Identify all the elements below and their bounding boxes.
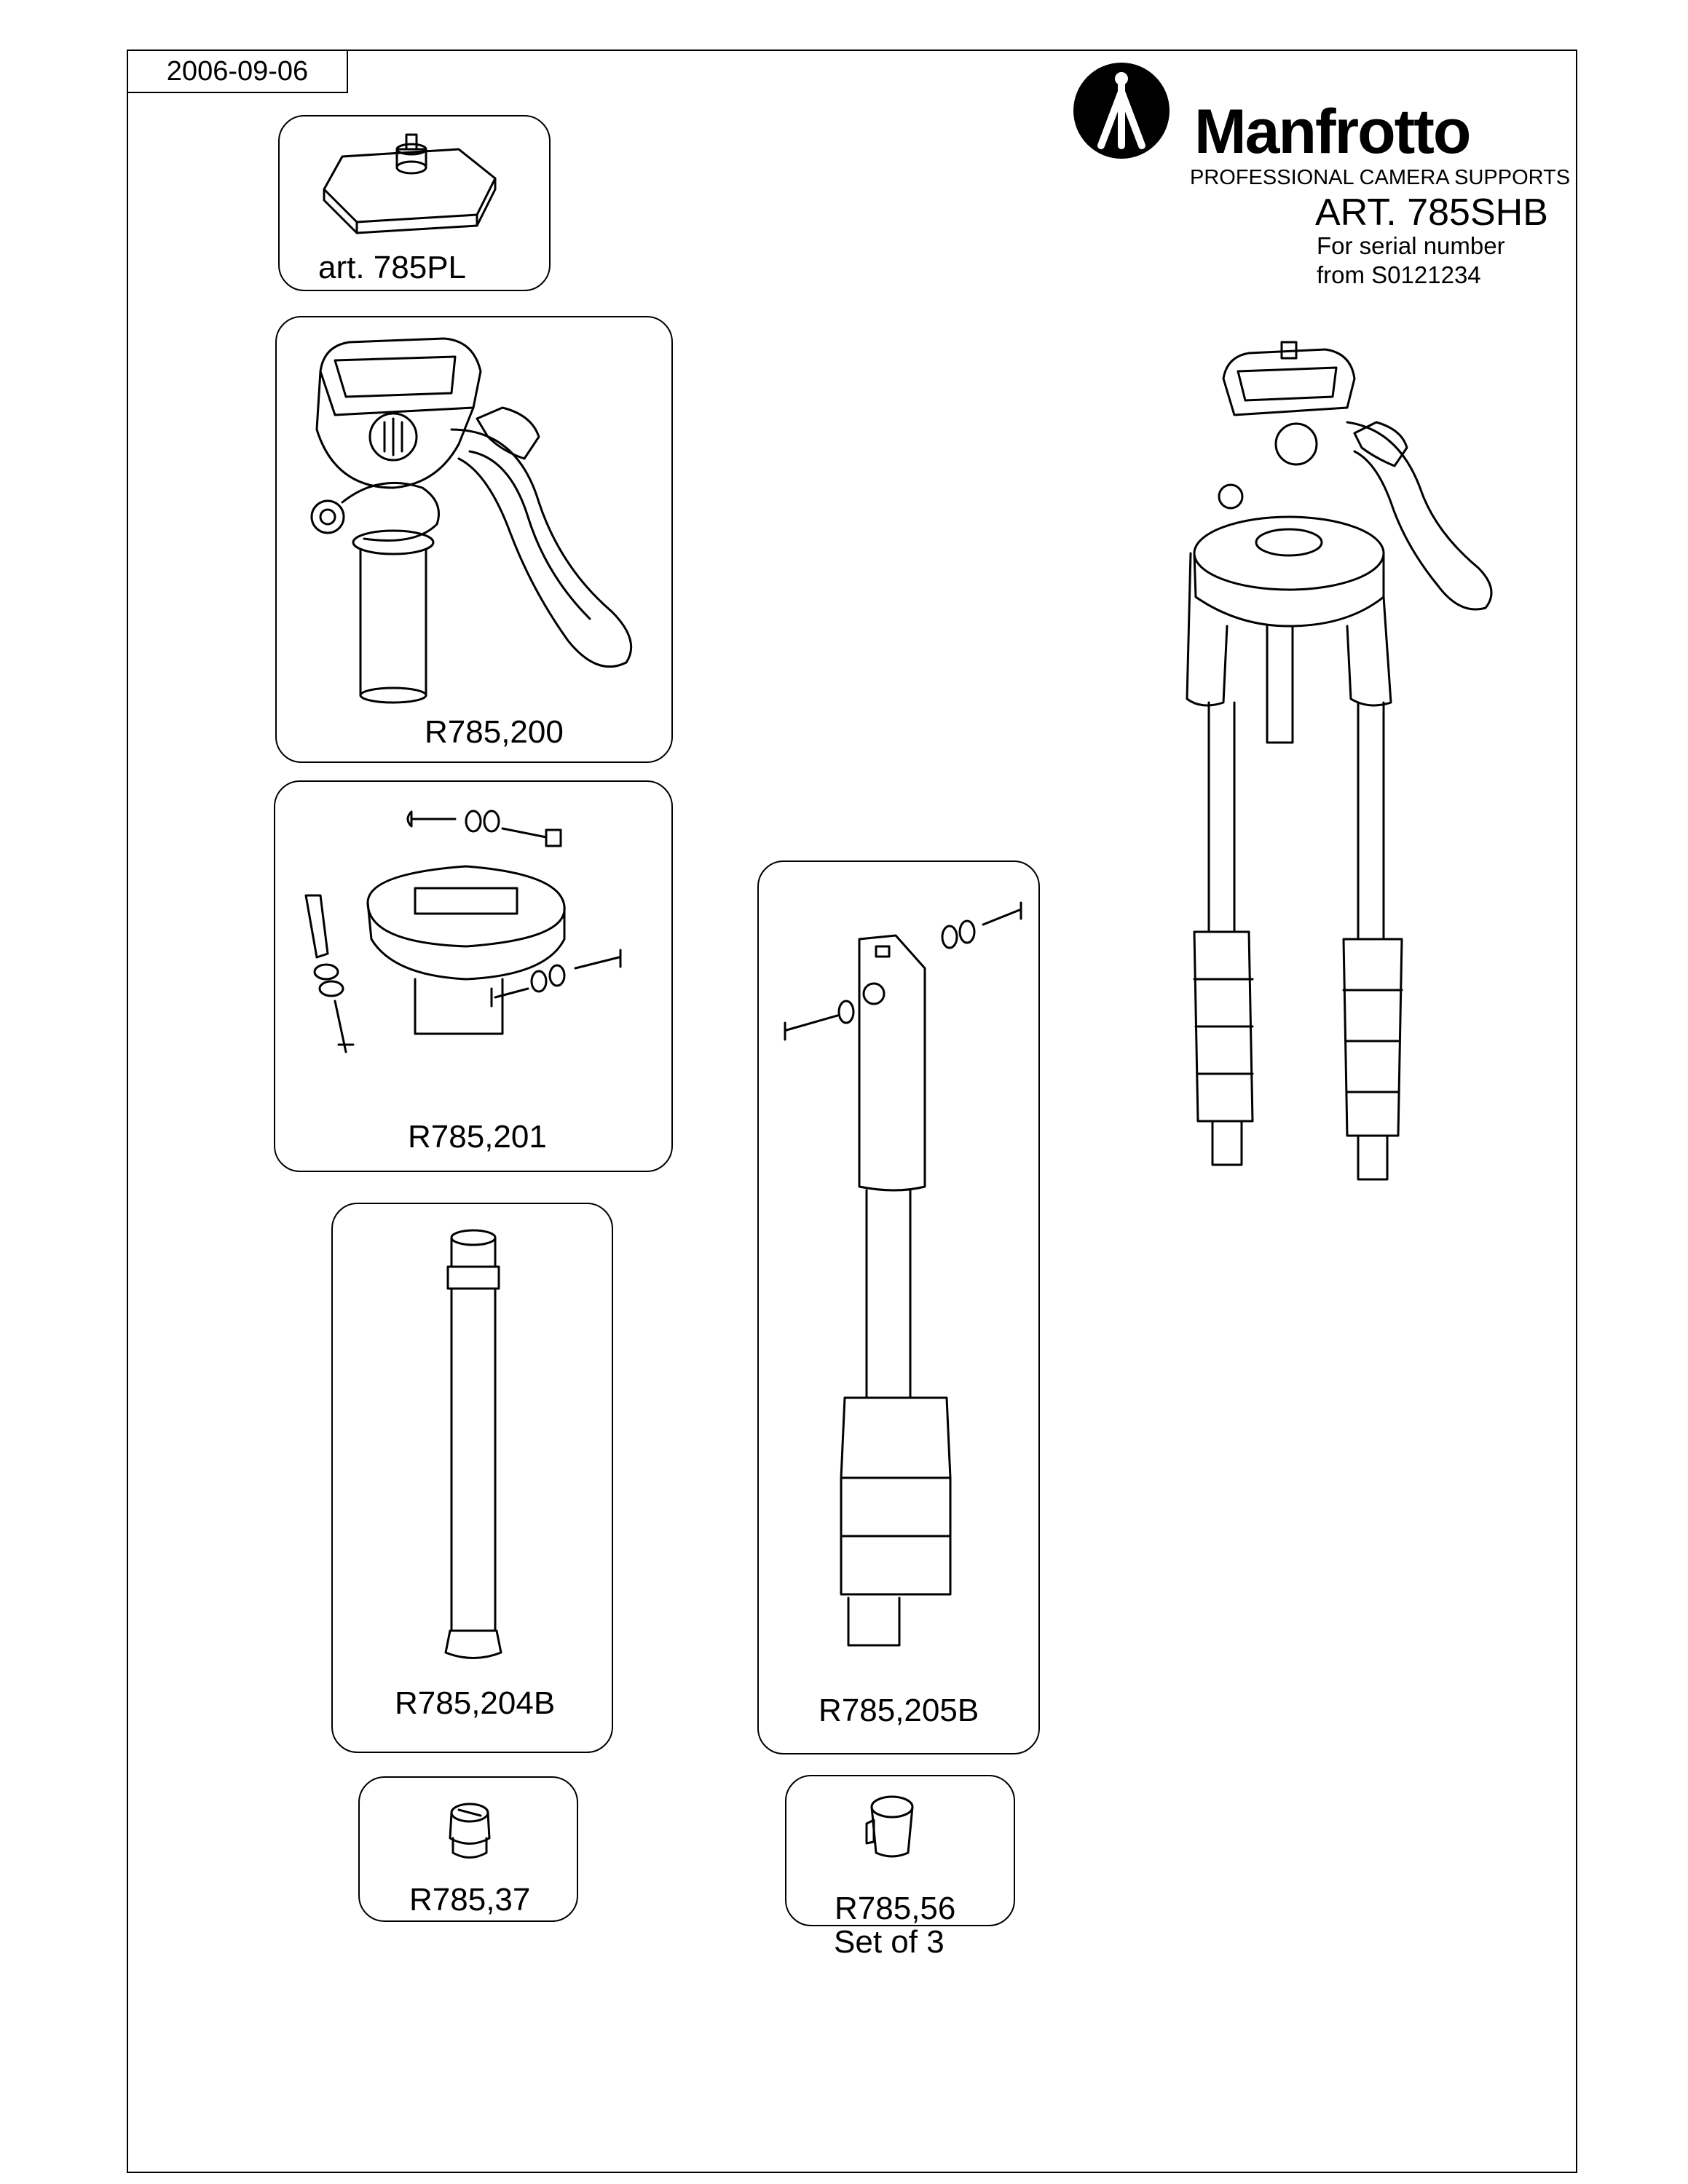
article-number: ART. 785SHB — [1315, 191, 1548, 234]
part-box-r785-56 — [785, 1775, 1015, 1926]
quick-release-plate-drawing — [323, 133, 497, 234]
serial-line-1: For serial number — [1317, 232, 1505, 259]
part-code-r785-201: R785,201 — [408, 1119, 547, 1155]
page-frame — [127, 50, 1577, 2173]
head-r785-200-drawing — [310, 337, 633, 704]
leg-r785-205b-drawing — [784, 901, 1022, 1647]
part-code-r785-37: R785,37 — [409, 1882, 531, 1918]
part-box-r785-201 — [274, 780, 673, 1172]
document-date: 2006-09-06 — [127, 50, 348, 93]
part-code-r785-200: R785,200 — [425, 714, 564, 750]
part-code-r785-205b: R785,205B — [819, 1693, 979, 1728]
brand-block: Manfrotto PROFESSIONAL CAMERA SUPPORTS — [1070, 60, 1573, 205]
part-box-785pl — [278, 115, 551, 291]
part-code-r785-56: R785,56 — [835, 1891, 956, 1926]
part-code-r785-204b: R785,204B — [395, 1685, 556, 1721]
brand-tagline: PROFESSIONAL CAMERA SUPPORTS — [1190, 166, 1571, 189]
serial-note: For serial number from S0121234 — [1317, 232, 1505, 290]
part-box-r785-37 — [358, 1776, 578, 1922]
serial-line-2: from S0121234 — [1317, 261, 1481, 288]
manfrotto-logo-icon — [1073, 63, 1170, 159]
part-box-r785-205b — [757, 860, 1040, 1754]
part-code-785pl: art. 785PL — [318, 250, 467, 285]
brand-name: Manfrotto — [1194, 97, 1471, 167]
part-box-r785-200 — [275, 316, 673, 763]
center-column-r785-204b-drawing — [444, 1229, 502, 1659]
leg-hub-r785-201-drawing — [304, 810, 622, 1053]
part-box-r785-204b — [331, 1203, 613, 1753]
assembled-tripod-drawing — [1186, 341, 1493, 1181]
screw-r785-37-drawing — [449, 1803, 491, 1859]
foot-r785-56-drawing — [865, 1795, 914, 1858]
part-quantity-r785-56: Set of 3 — [834, 1924, 944, 1960]
